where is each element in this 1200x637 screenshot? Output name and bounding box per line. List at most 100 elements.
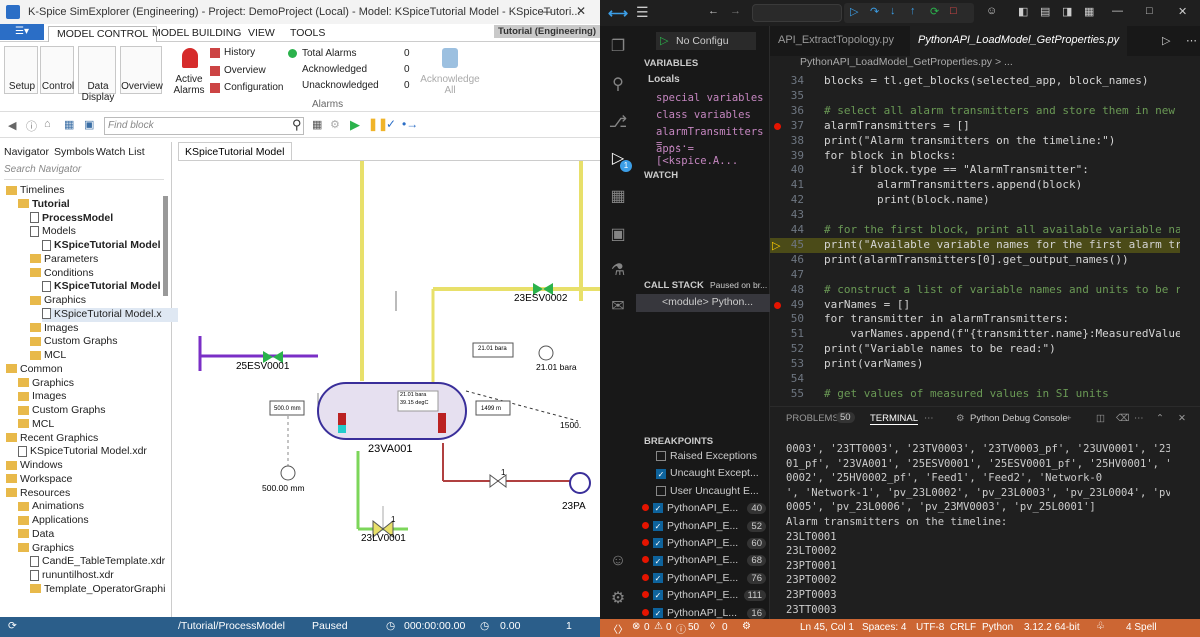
- tab-terminal[interactable]: TERMINAL: [870, 413, 919, 425]
- checkbox[interactable]: [656, 451, 666, 462]
- locals-label[interactable]: Locals: [648, 74, 680, 85]
- refresh-icon[interactable]: ⟳: [8, 620, 17, 632]
- info-count[interactable]: 50: [688, 622, 700, 633]
- code-line[interactable]: 36# select all alarm transmitters and st…: [770, 104, 1180, 119]
- variables-header[interactable]: VARIABLES: [644, 58, 699, 69]
- breakpoint-option[interactable]: ✓Uncaught Except...: [656, 467, 759, 479]
- debug-status-icon[interactable]: ⚙: [742, 621, 751, 632]
- tree-item[interactable]: Workspace: [6, 473, 72, 487]
- code-line[interactable]: 43: [770, 208, 1180, 223]
- tree-item[interactable]: Resources: [6, 487, 70, 501]
- control-button[interactable]: Control: [40, 46, 74, 94]
- find-block-input[interactable]: Find block: [104, 117, 304, 135]
- tree-item[interactable]: Data: [18, 528, 54, 542]
- breakpoint-item[interactable]: ✓PythonAPI_E...60: [642, 537, 766, 549]
- tab-view[interactable]: VIEW: [248, 27, 275, 39]
- breakpoint-item[interactable]: ✓PythonAPI_E...76: [642, 572, 766, 584]
- tab-navigator[interactable]: Navigator: [4, 146, 49, 158]
- code-line[interactable]: 47: [770, 268, 1180, 283]
- continue-icon[interactable]: ▷: [850, 6, 859, 18]
- breadcrumb[interactable]: PythonAPI_LoadModel_GetProperties.py > .…: [800, 56, 1013, 68]
- step-icon[interactable]: •→: [402, 117, 419, 131]
- callstack-header[interactable]: CALL STACK: [644, 280, 704, 291]
- breakpoint-dot[interactable]: [774, 122, 781, 130]
- tree-item[interactable]: Template_OperatorGraphi: [30, 583, 165, 597]
- tree-icon[interactable]: ▦: [64, 119, 75, 131]
- code-line[interactable]: 42 print(block.name): [770, 193, 1180, 208]
- tree-item[interactable]: Conditions: [30, 267, 94, 281]
- setup-button[interactable]: Setup: [4, 46, 38, 94]
- tab-model-building[interactable]: MODEL BUILDING: [152, 27, 242, 39]
- var-alarm-transmitters[interactable]: alarmTransmitters = ...: [656, 126, 764, 150]
- code-line[interactable]: 51 varNames.append(f"{transmitter.name}:…: [770, 327, 1180, 342]
- help-icon[interactable]: ⓘ: [26, 121, 37, 133]
- nav-back-icon[interactable]: ←: [708, 5, 719, 17]
- breakpoint-item[interactable]: ✓PythonAPI_E...111: [642, 589, 766, 602]
- tree-item[interactable]: Tutorial: [18, 198, 70, 212]
- debug-console-select[interactable]: Python Debug Console: [970, 413, 1068, 424]
- step-out-icon[interactable]: ↑: [910, 5, 916, 17]
- check-icon[interactable]: ✓: [386, 117, 397, 131]
- encoding[interactable]: UTF-8: [916, 622, 945, 633]
- run-file-icon[interactable]: ▷: [1162, 35, 1171, 47]
- panel-more-icon[interactable]: ⋯: [924, 413, 934, 424]
- callstack-frame[interactable]: <module> Python...: [636, 294, 770, 312]
- tree-item[interactable]: Parameters: [30, 253, 98, 267]
- code-line[interactable]: 40 if block.type == "AlarmTransmitter":: [770, 163, 1180, 178]
- data-display-button[interactable]: Data Display: [78, 46, 116, 103]
- breakpoint-item[interactable]: ✓PythonAPI_E...68: [642, 554, 766, 567]
- cursor-position[interactable]: Ln 45, Col 1: [800, 622, 854, 633]
- nav-forward-icon[interactable]: →: [730, 5, 741, 17]
- tree-item[interactable]: Animations: [18, 500, 84, 514]
- stop-icon[interactable]: □: [950, 5, 957, 17]
- remote-indicator-icon[interactable]: 〈〉: [608, 625, 628, 636]
- search-icon[interactable]: ⚲: [292, 117, 302, 132]
- trash-icon[interactable]: ⌫: [1116, 413, 1130, 424]
- maximize-icon[interactable]: □: [1146, 5, 1153, 17]
- tree-item[interactable]: Models: [30, 225, 76, 239]
- tree-item[interactable]: KSpiceTutorial Model: [42, 239, 161, 253]
- pause-icon[interactable]: ❚❚: [368, 117, 389, 131]
- maximize-panel-icon[interactable]: ⌃: [1156, 413, 1164, 424]
- indentation[interactable]: Spaces: 4: [862, 622, 907, 633]
- remote-icon[interactable]: ▣: [610, 226, 626, 243]
- tree-item[interactable]: Graphics: [18, 542, 74, 556]
- spell-check[interactable]: 4 Spell: [1126, 622, 1157, 633]
- restart-icon[interactable]: ⟳: [930, 6, 940, 18]
- tab-problems[interactable]: PROBLEMS: [786, 413, 839, 424]
- home-icon[interactable]: ⌂: [44, 118, 51, 130]
- tab-load-model[interactable]: PythonAPI_LoadModel_GetProperties.py: [910, 26, 1128, 56]
- menu-icon[interactable]: ☰: [636, 4, 649, 20]
- extensions-icon[interactable]: ▦: [610, 188, 626, 205]
- step-over-icon[interactable]: ↷: [870, 6, 880, 18]
- settings-gear-icon[interactable]: ⚙: [610, 590, 626, 607]
- minimize-icon[interactable]: —: [1112, 5, 1123, 17]
- var-class[interactable]: class variables: [656, 109, 751, 121]
- layout-sidebar-icon[interactable]: ◧: [1018, 6, 1029, 18]
- breakpoint-dot[interactable]: [774, 301, 781, 309]
- active-alarms-button[interactable]: Active Alarms: [172, 46, 206, 98]
- new-terminal-icon[interactable]: +: [1066, 413, 1072, 424]
- breakpoint-item[interactable]: ✓PythonAPI_L...16: [642, 607, 766, 619]
- tab-symbols[interactable]: Symbols: [54, 146, 95, 158]
- tree-item[interactable]: ProcessModel: [30, 212, 113, 226]
- tree-item[interactable]: Images: [18, 390, 66, 404]
- tree-scrollbar[interactable]: [163, 196, 168, 296]
- tree-item[interactable]: CandE_TableTemplate.xdr: [30, 555, 165, 569]
- search-icon[interactable]: ⚲: [612, 76, 624, 93]
- checkbox[interactable]: ✓: [653, 538, 663, 549]
- breakpoint-item[interactable]: ✓PythonAPI_E...40: [642, 502, 766, 515]
- start-debug-icon[interactable]: ▷: [660, 35, 669, 47]
- testing-icon[interactable]: ⚗: [610, 262, 626, 279]
- code-line[interactable]: 55# get values of measured values in SI …: [770, 387, 1180, 402]
- breakpoint-option[interactable]: User Uncaught E...: [656, 485, 759, 497]
